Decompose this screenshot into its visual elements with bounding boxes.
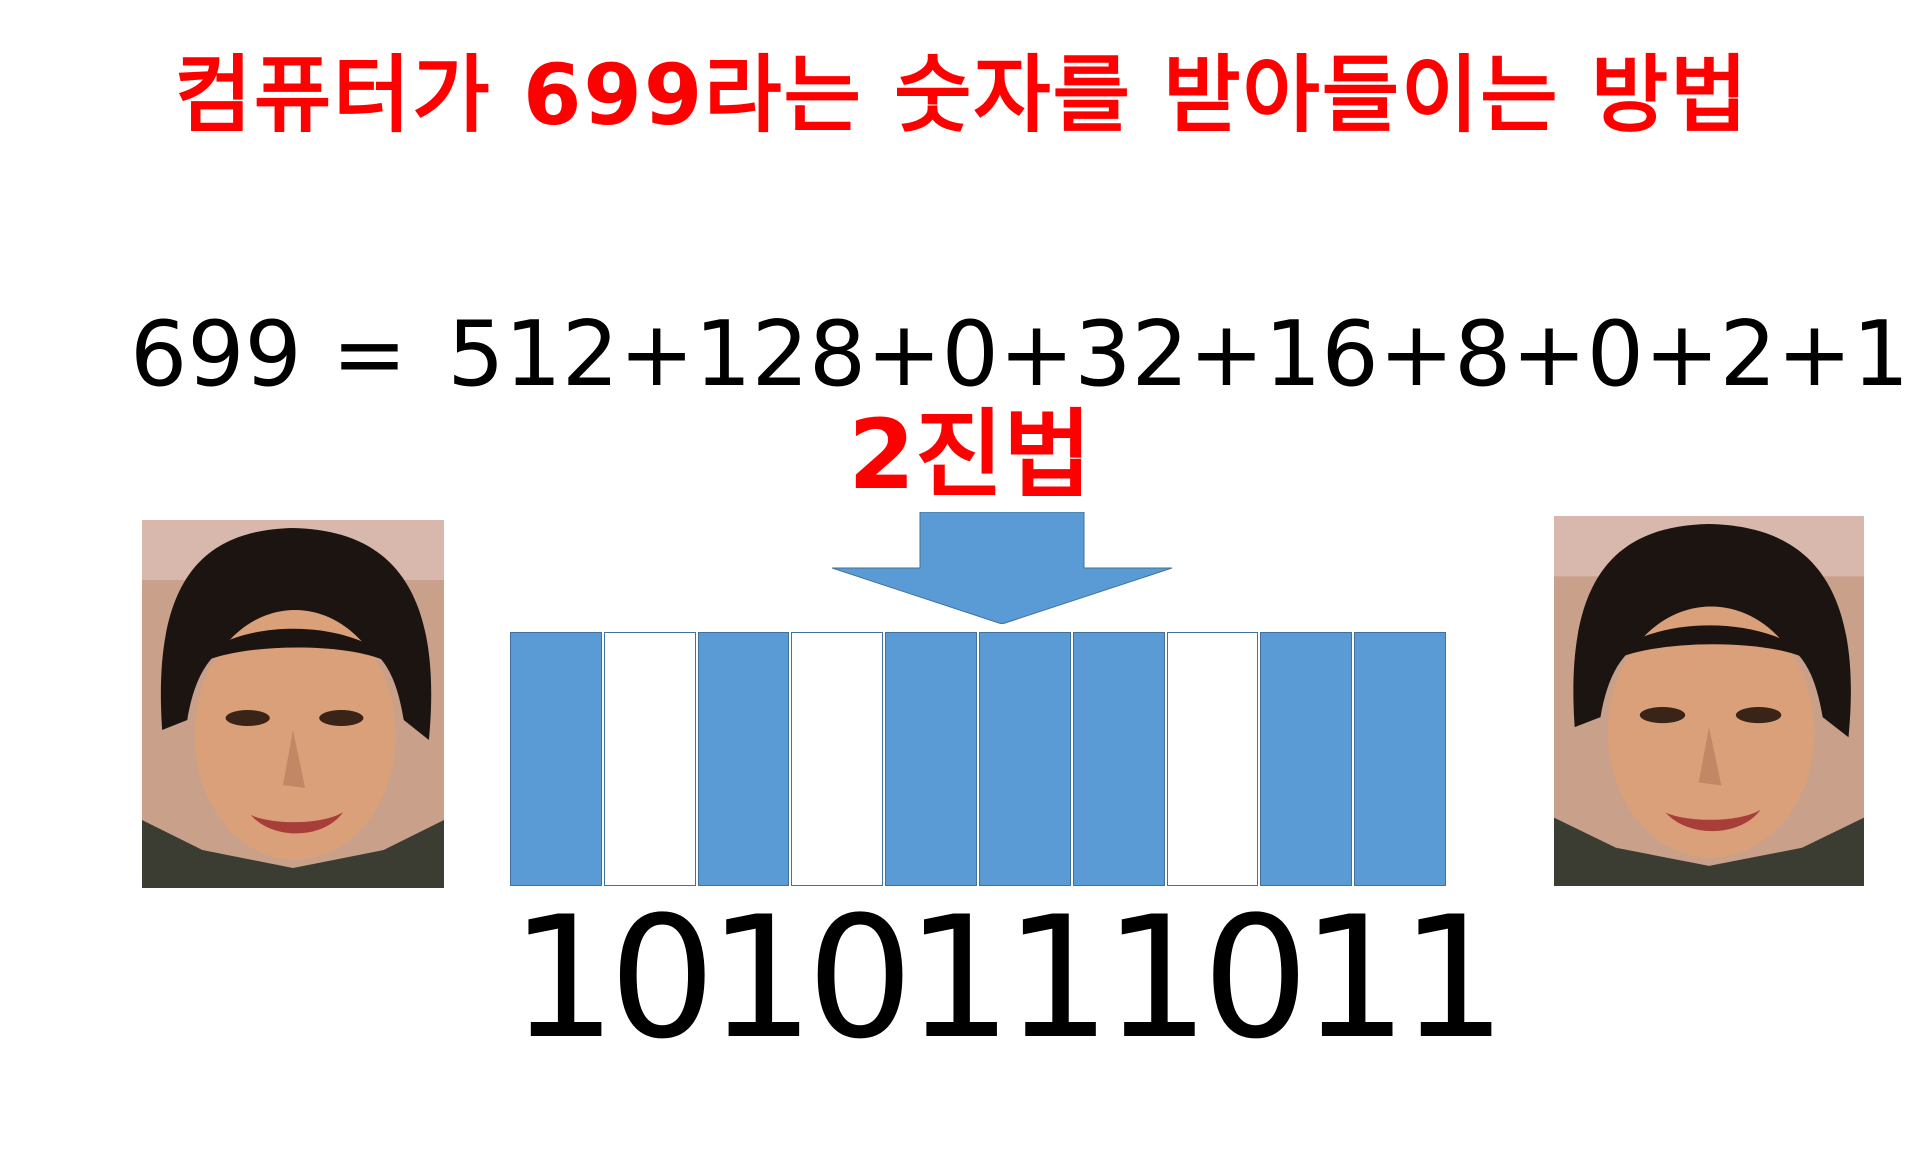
- slide-title: 컴퓨터가 699라는 숫자를 받아들이는 방법: [174, 46, 1750, 144]
- bit-cell-on: [978, 632, 1071, 886]
- bit-cell-on: [885, 632, 977, 886]
- down-arrow-icon: [832, 512, 1172, 624]
- face-photo-right: [1554, 516, 1864, 886]
- equation-lhs: 699: [130, 302, 302, 407]
- bit-cell-on: [1354, 632, 1446, 886]
- bit-cell-on: [1260, 632, 1353, 886]
- binary-value: 1010111011: [510, 880, 1507, 1076]
- bit-register: [510, 632, 1446, 888]
- equation: 699 = 512+128+0+32+16+8+0+2+1: [130, 300, 1909, 410]
- face-photo-left: [142, 520, 444, 888]
- method-label: 2진법: [848, 399, 1092, 511]
- bit-cell-on: [697, 632, 790, 886]
- bit-cell-on: [510, 632, 602, 886]
- bit-cell-off: [791, 632, 884, 886]
- bit-cell-off: [603, 632, 696, 886]
- equation-rhs: 512+128+0+32+16+8+0+2+1: [447, 302, 1910, 407]
- bit-cell-on: [1072, 632, 1165, 886]
- bit-cell-off: [1166, 632, 1259, 886]
- equation-equals: =: [331, 302, 408, 407]
